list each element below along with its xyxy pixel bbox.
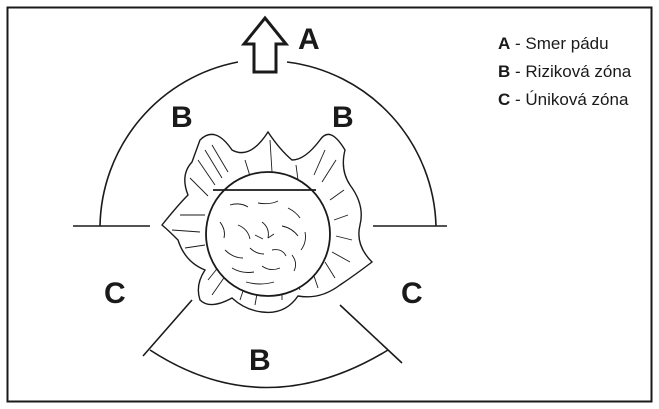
legend: A - Smer pádu B - Riziková zóna C - Únik… xyxy=(498,30,631,114)
legend-key: C xyxy=(498,90,511,109)
upper-risk-arc-right xyxy=(286,61,437,227)
legend-text: Smer pádu xyxy=(525,34,609,53)
legend-text: Riziková zóna xyxy=(525,62,632,81)
label-c-left: C xyxy=(104,277,126,310)
legend-separator: - xyxy=(515,34,526,53)
label-c-right: C xyxy=(401,277,423,310)
label-b-upper-left: B xyxy=(171,101,193,134)
label-b-upper-right: B xyxy=(332,101,354,134)
lower-boundary-right xyxy=(339,304,403,364)
legend-row-c: C - Úniková zóna xyxy=(498,86,631,114)
label-a-fall-direction: A xyxy=(298,23,320,56)
legend-key: B xyxy=(498,62,511,81)
lower-boundary-left xyxy=(142,299,193,357)
legend-separator: - xyxy=(515,90,526,109)
tree-stump-icon xyxy=(161,130,374,314)
lower-risk-arc xyxy=(149,349,389,389)
legend-key: A xyxy=(498,34,511,53)
legend-separator: - xyxy=(515,62,526,81)
upper-risk-arc-left xyxy=(99,61,239,227)
legend-text: Úniková zóna xyxy=(525,90,629,109)
legend-row-a: A - Smer pádu xyxy=(498,30,631,58)
label-b-bottom: B xyxy=(249,344,271,377)
diagram-border xyxy=(6,6,653,403)
arrow-up-icon xyxy=(240,15,290,74)
legend-row-b: B - Riziková zóna xyxy=(498,58,631,86)
